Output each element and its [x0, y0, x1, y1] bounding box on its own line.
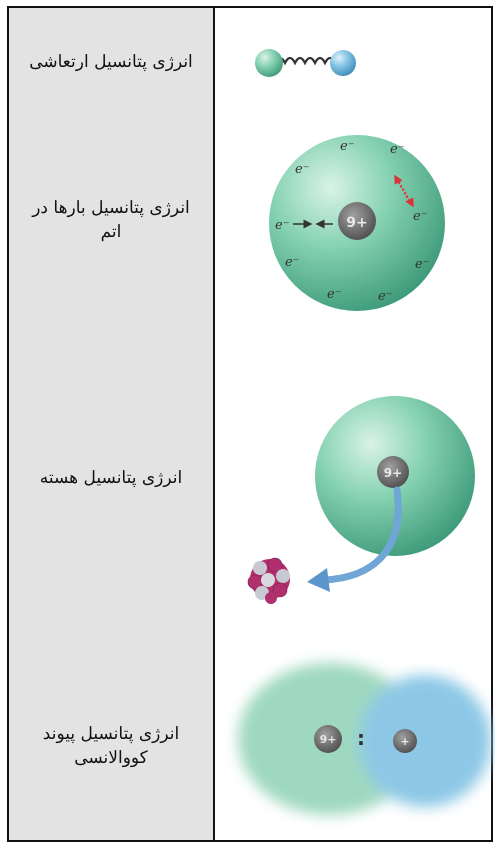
electron-label: e⁻: [413, 209, 428, 224]
row-label-nuclear: انرژی پتانسیل هسته: [9, 466, 213, 490]
bond-electron-pair: :: [357, 726, 365, 750]
row-label-covalent: انرژی پتانسیل پیوند کووالانسی: [9, 722, 213, 770]
nucleus-cluster-icon: [248, 558, 290, 604]
spring-molecule-icon: [255, 49, 356, 77]
electron-label: e⁻: [295, 162, 310, 177]
row-label-vibrational: انرژی پتانسیل ارتعاشی: [9, 50, 213, 74]
electron-label: e⁻: [327, 287, 342, 302]
nucleus-charge-label: 9+: [346, 215, 367, 231]
electron-label: e⁻: [390, 142, 405, 157]
energy-table: انرژی پتانسیل ارتعاشی انرژی پتانسیل باره…: [7, 6, 493, 842]
atom-charges-icon: 9+ e⁻ e⁻ e⁻ e⁻ e⁻ e⁻ e⁻ e⁻ e⁻: [269, 135, 445, 311]
atom-nucleus-icon: 9+: [248, 396, 475, 604]
nucleus-charge-label: 9+: [320, 733, 337, 746]
row-label-atomic-charges: انرژی پتانسیل بارها در اتم: [9, 196, 213, 244]
electron-label: e⁻: [275, 218, 290, 233]
label-column: انرژی پتانسیل ارتعاشی انرژی پتانسیل باره…: [9, 8, 215, 840]
illustrations: 9+ e⁻ e⁻ e⁻ e⁻ e⁻ e⁻ e⁻ e⁻ e⁻: [215, 8, 495, 840]
electron-label: e⁻: [285, 255, 300, 270]
electron-label: e⁻: [340, 139, 355, 154]
covalent-bond-icon: 9+ : +: [238, 663, 491, 815]
nucleus-charge-label: 9+: [384, 466, 402, 480]
electron-label: e⁻: [378, 289, 393, 304]
image-column: 9+ e⁻ e⁻ e⁻ e⁻ e⁻ e⁻ e⁻ e⁻ e⁻: [215, 8, 491, 840]
proton-label: +: [400, 735, 409, 748]
electron-label: e⁻: [415, 257, 430, 272]
